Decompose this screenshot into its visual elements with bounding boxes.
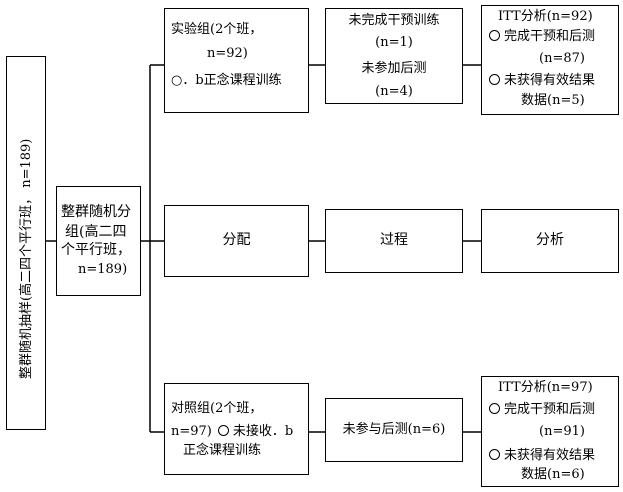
experimental-process-box: 未完成干预训练 (n=1) 未参加后测 (n=4) [325,8,463,104]
control-itt-line-5: 数据(n=6) [521,467,585,482]
circle-bullet-icon [489,30,500,41]
circle-bullet-icon [217,425,229,436]
experimental-process-line-2: (n=1) [375,35,413,50]
control-group-n: n=97) [171,424,212,439]
experimental-group-line-2: n=92) [207,46,248,61]
control-itt-completed-label: 完成干预和后测 [504,402,596,417]
experimental-itt-line-3: (n=87) [539,51,585,66]
experimental-itt-missing-label: 未获得有效结果 [504,73,596,88]
experimental-process-line-4: (n=4) [375,84,413,99]
experimental-group-line-3: ○．b正念课程训练 [171,73,282,88]
control-itt-title: ITT分析(n=97) [498,380,593,395]
randomization-box: 整群随机分 组(高二四 个平行班， n=189) [56,186,141,296]
control-group-line-2: n=97) 未接收．b [171,423,293,440]
experimental-process-line-3: 未参加后测 [361,61,427,76]
allocation-box: 分配 [164,205,309,277]
control-itt-missing-label: 未获得有效结果 [504,448,596,463]
control-itt-line-3: (n=91) [539,424,585,439]
randomization-line-3: 个平行班， [61,242,131,258]
experimental-itt-line-5: 数据(n=5) [521,93,585,108]
control-process-line-1: 未参与后测(n=6) [342,422,446,437]
control-group-not-received: 未接收．b [232,424,294,439]
experimental-itt-line-2: 完成干预和后测 [489,28,595,45]
sampling-box: 整群随机抽样(高二四个平行班， n=189) [6,56,46,430]
experimental-itt-completed-label: 完成干预和后测 [504,29,596,44]
control-itt-line-2: 完成干预和后测 [489,401,595,418]
control-process-box: 未参与后测(n=6) [325,398,463,462]
experimental-itt-title: ITT分析(n=92) [498,9,593,24]
analysis-box: 分析 [481,209,619,273]
randomization-line-4: n=189) [78,262,128,277]
control-group-line-3: 正念课程训练 [183,443,262,458]
experimental-group-line-1: 实验组(2个班， [171,22,263,37]
control-group-line-1: 对照组(2个班， [171,401,263,416]
experimental-process-line-1: 未完成干预训练 [348,13,440,28]
process-label: 过程 [380,232,408,248]
process-box: 过程 [325,209,463,273]
control-itt-line-4: 未获得有效结果 [489,447,595,464]
experimental-itt-box: ITT分析(n=92) 完成干预和后测 (n=87) 未获得有效结果 数据(n=… [481,5,619,115]
control-group-box: 对照组(2个班， n=97) 未接收．b 正念课程训练 [164,383,309,475]
randomization-line-1: 整群随机分 [61,204,131,220]
experimental-itt-line-4: 未获得有效结果 [489,72,595,89]
control-itt-box: ITT分析(n=97) 完成干预和后测 (n=91) 未获得有效结果 数据(n=… [481,376,619,487]
circle-bullet-icon [489,74,500,85]
randomization-line-2: 组(高二四 [65,224,127,240]
analysis-label: 分析 [536,232,564,248]
circle-bullet-icon [489,449,500,460]
sampling-text: 整群随机抽样(高二四个平行班， n=189) [19,138,34,379]
circle-bullet-icon [489,403,500,414]
allocation-label: 分配 [222,232,251,248]
experimental-group-box: 实验组(2个班， n=92) ○．b正念课程训练 [164,8,309,113]
